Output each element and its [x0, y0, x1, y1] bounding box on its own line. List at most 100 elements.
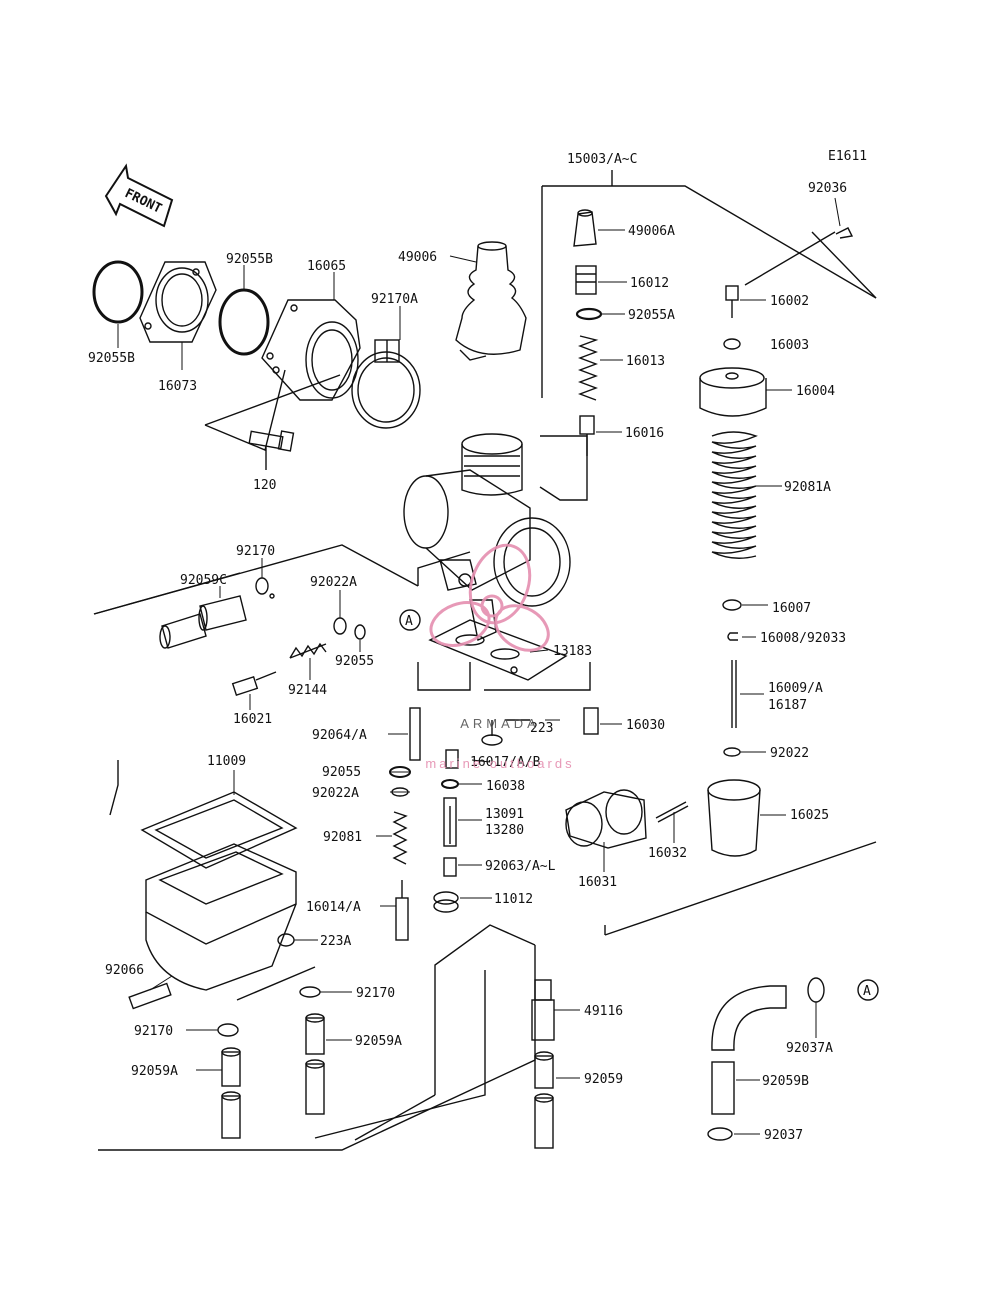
- label-16016: 16016: [625, 426, 664, 441]
- label-92063: 92063/A~L: [485, 859, 556, 874]
- watermark-tagline: marine outboards: [425, 756, 574, 771]
- screw-223: [481, 720, 503, 746]
- gasket-11009: [140, 791, 298, 869]
- clip-92036: [835, 227, 854, 239]
- screw-223a: [277, 933, 295, 947]
- o-ring-92055-left: [354, 624, 366, 640]
- spring-92081: [392, 811, 408, 865]
- label-16187: 16187: [768, 698, 807, 713]
- label-92055a: 92055A: [628, 308, 675, 323]
- label-92170-c: 92170: [134, 1024, 173, 1039]
- label-92170-b: 92170: [356, 986, 395, 1001]
- o-ring-16038: [441, 779, 459, 789]
- label-92059a-a: 92059A: [355, 1034, 402, 1049]
- callout-a-right-label: A: [863, 984, 871, 999]
- label-13280: 13280: [485, 823, 524, 838]
- gasket-13183: [428, 619, 568, 681]
- float-chamber: [145, 843, 297, 991]
- section-lines: [93, 170, 877, 1151]
- rubber-boot-49006: [455, 241, 527, 361]
- label-92081a: 92081A: [784, 480, 831, 495]
- cap-49006a: [573, 209, 597, 247]
- label-92059b: 92059B: [762, 1074, 809, 1089]
- label-92037a: 92037A: [786, 1041, 833, 1056]
- o-ring-92055a: [575, 307, 603, 321]
- label-92059a-b: 92059A: [131, 1064, 178, 1079]
- pin-16032: [655, 801, 689, 823]
- bolt-120: [248, 430, 295, 470]
- fitting-49116: [531, 979, 555, 1041]
- spring-92081a: [711, 431, 758, 559]
- hose-92059a-left: [221, 1047, 241, 1139]
- label-16013: 16013: [626, 354, 665, 369]
- hose-92059a-center: [305, 1013, 325, 1115]
- watermark-brand: ARMADA: [460, 716, 540, 731]
- label-223a: 223A: [320, 934, 351, 949]
- o-ring-92055b-top: [218, 288, 270, 356]
- clip-92170-bottom: [299, 986, 321, 998]
- label-13091: 13091: [485, 807, 524, 822]
- label-16012: 16012: [630, 276, 669, 291]
- needle-jet-13091: [443, 797, 457, 847]
- label-92055b-left: 92055B: [88, 351, 135, 366]
- adjuster-16002: [725, 285, 739, 318]
- callout-a-right: A: [857, 979, 879, 1001]
- clip-16008: [727, 632, 738, 641]
- watermark-logo: [429, 543, 550, 652]
- label-11009: 11009: [207, 754, 246, 769]
- label-16065: 16065: [307, 259, 346, 274]
- label-16004: 16004: [796, 384, 835, 399]
- label-92022a-b: 92022A: [312, 786, 359, 801]
- label-92022: 92022: [770, 746, 809, 761]
- label-92059c: 92059C: [180, 573, 227, 588]
- label-92055-a: 92055: [335, 654, 374, 669]
- jet-16030: [583, 707, 599, 735]
- elbow-hose-92059b: [711, 985, 787, 1115]
- label-16025: 16025: [790, 808, 829, 823]
- float-valve-16014: [395, 880, 409, 941]
- label-16032: 16032: [648, 846, 687, 861]
- label-92059: 92059: [584, 1072, 623, 1087]
- diagram-code: E1611: [828, 149, 867, 164]
- intake-holder-16065: [261, 299, 361, 401]
- label-16003: 16003: [770, 338, 809, 353]
- label-49006: 49006: [398, 250, 437, 265]
- needle-16009: [731, 660, 737, 728]
- label-92037: 92037: [764, 1128, 803, 1143]
- washer-92022-right: [723, 747, 741, 757]
- clip-92170-bottom-left: [217, 1023, 239, 1037]
- label-16009: 16009/A: [768, 681, 823, 696]
- front-arrow: FRONT: [104, 163, 174, 228]
- label-16031: 16031: [578, 875, 617, 890]
- label-49006a: 49006A: [628, 224, 675, 239]
- label-16007: 16007: [772, 601, 811, 616]
- label-92055-b: 92055: [322, 765, 361, 780]
- label-16008: 16008/92033: [760, 631, 846, 646]
- callout-a-body: A: [399, 609, 421, 631]
- label-15003: 15003/A~C: [567, 152, 637, 167]
- label-16073: 16073: [158, 379, 197, 394]
- label-92064: 92064/A: [312, 728, 367, 743]
- label-11012: 11012: [494, 892, 533, 907]
- label-92170a: 92170A: [371, 292, 418, 307]
- pilot-jet-92064: [409, 707, 421, 761]
- label-16021: 16021: [233, 712, 272, 727]
- intake-flange-16073: [139, 261, 217, 343]
- hose-92059: [534, 1051, 554, 1149]
- label-92170-a: 92170: [236, 544, 275, 559]
- o-ring-92055b-left: [92, 260, 144, 324]
- cap-11012: [433, 891, 459, 913]
- label-120: 120: [253, 478, 276, 493]
- clip-92170-left: [255, 577, 275, 599]
- label-16038: 16038: [486, 779, 525, 794]
- label-49116: 49116: [584, 1004, 623, 1019]
- label-92055b-top: 92055B: [226, 252, 273, 267]
- label-16002: 16002: [770, 294, 809, 309]
- washer-16007: [722, 599, 742, 611]
- label-16017: 16017/A/B: [470, 755, 541, 770]
- clip-92037a: [807, 977, 825, 1003]
- spring-92144: [289, 642, 327, 659]
- washer-92022a: [333, 617, 347, 635]
- adjuster-16012: [575, 265, 597, 295]
